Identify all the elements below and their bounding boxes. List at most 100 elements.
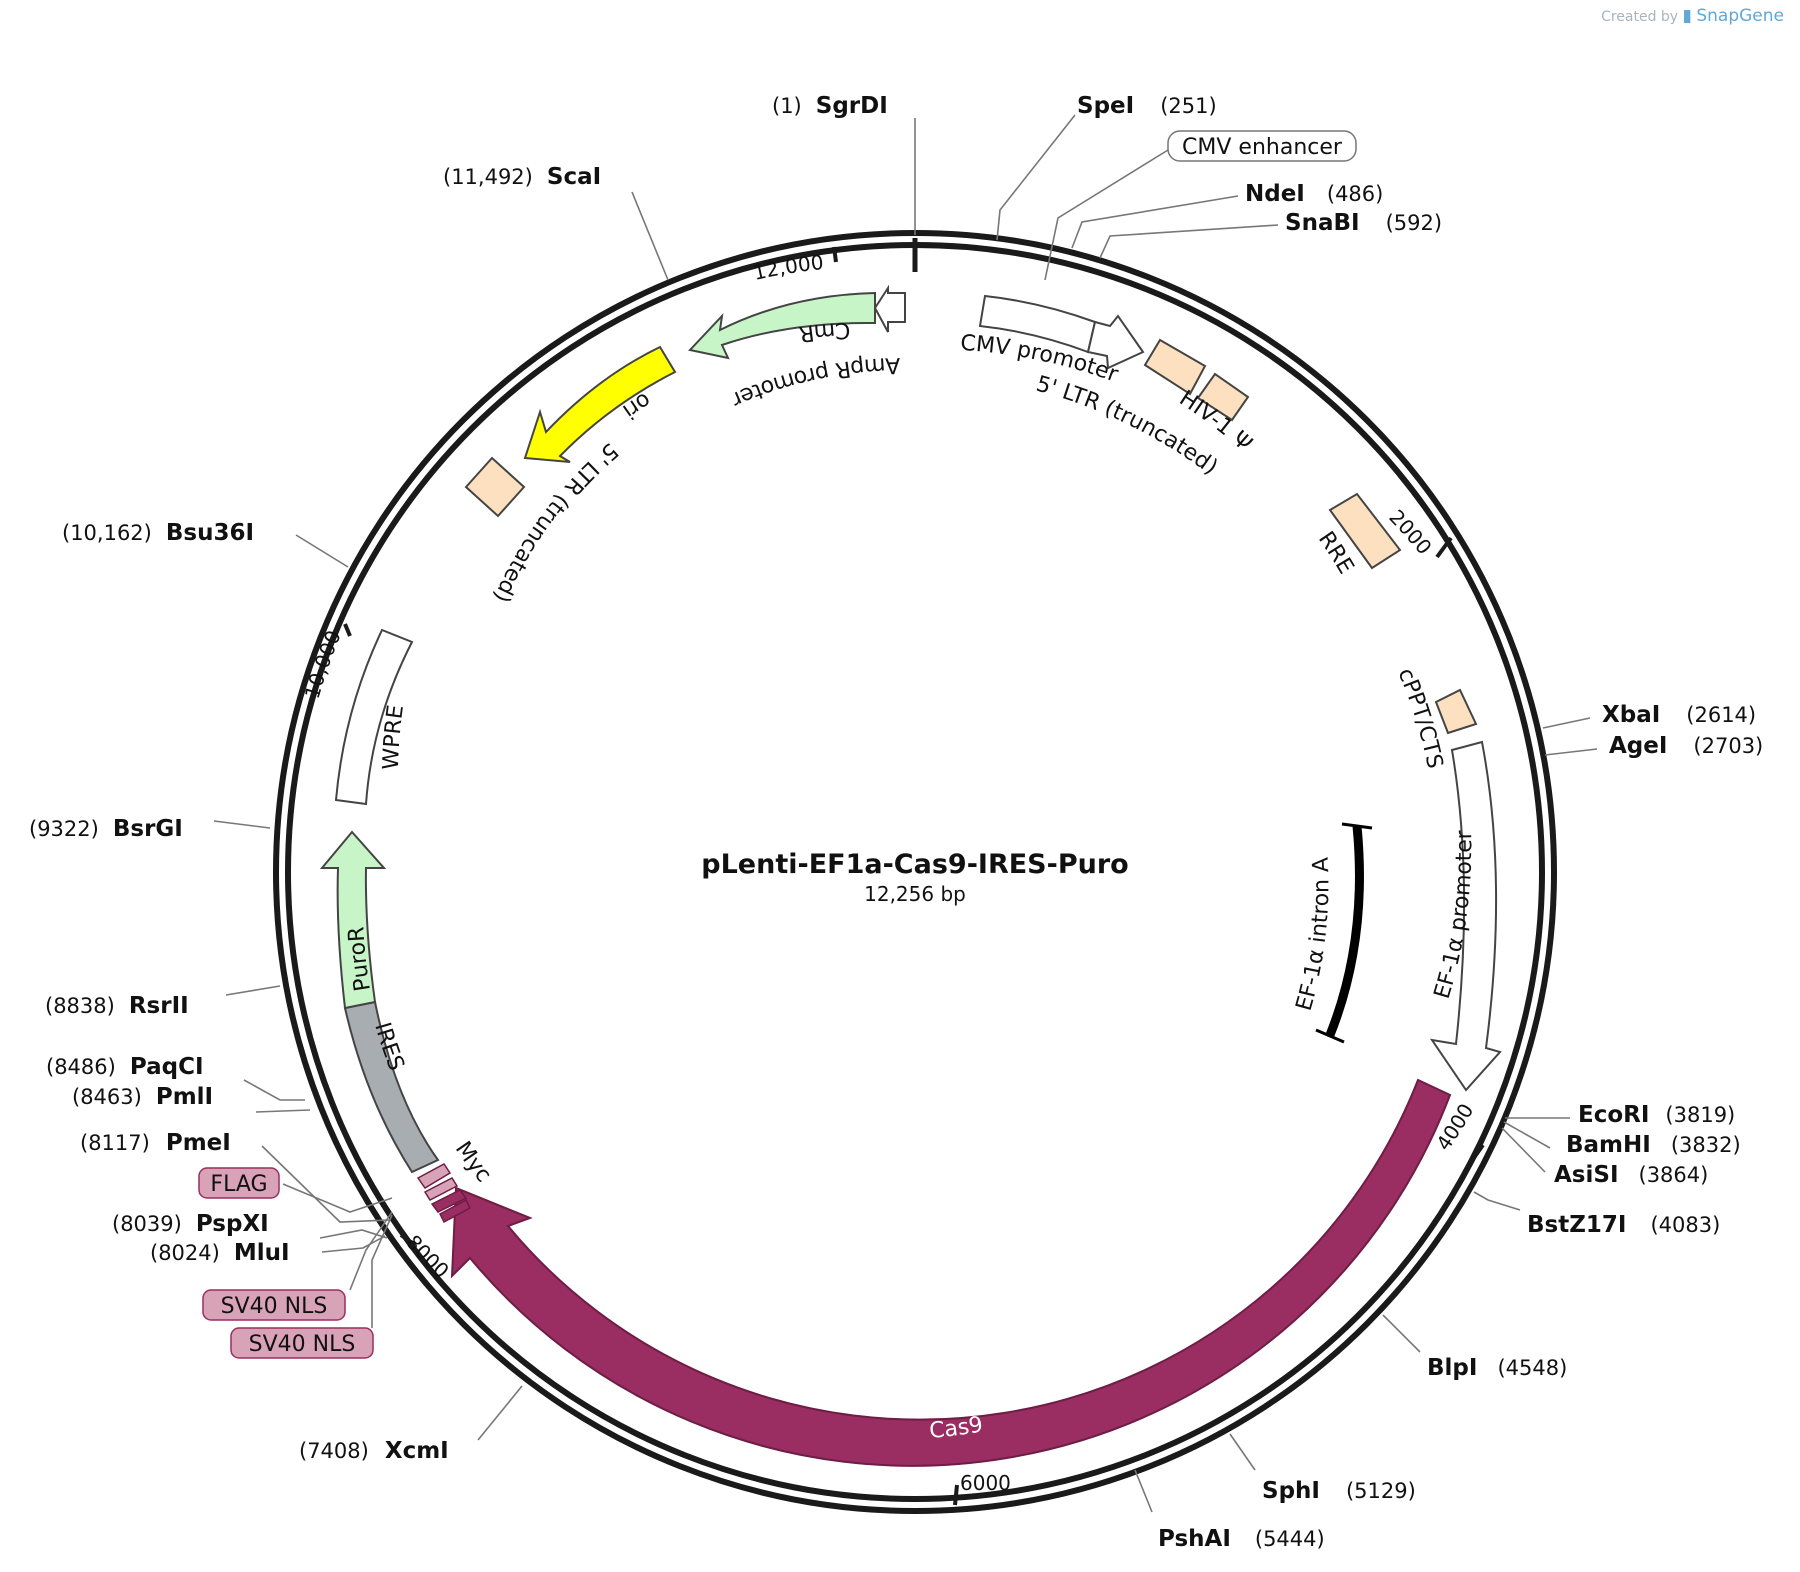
site-label-sphi: SphI(5129) — [1262, 1478, 1416, 1504]
sv40-nls-box-1 — [202, 1289, 346, 1321]
credit-prefix: Created by — [1601, 9, 1679, 25]
site-label-bsu36i: (10,162)Bsu36I — [62, 520, 254, 546]
leader-line — [1229, 1433, 1256, 1471]
feature-ori — [523, 345, 677, 463]
leader-line — [996, 114, 1076, 241]
label-5ltr-left: 5' LTR (truncated) — [488, 437, 622, 606]
site-label-scai: (11,492)ScaI — [443, 164, 601, 190]
plasmid-size: 12,256 bp — [864, 882, 966, 906]
site-label-bamhi: BamHI(3832) — [1566, 1132, 1741, 1158]
feature-myc — [416, 1163, 452, 1190]
site-label-blpi: BlpI(4548) — [1427, 1355, 1567, 1381]
feature-rre — [1328, 492, 1402, 570]
tick-mark — [953, 1484, 959, 1506]
feature-cas9 — [450, 1078, 1452, 1467]
site-label-sgrdi: (1)SgrDI — [772, 93, 888, 119]
leader-line — [371, 1214, 393, 1328]
tick-mark — [1435, 536, 1453, 559]
site-label-pshai: PshAI(5444) — [1158, 1526, 1325, 1552]
plasmid-title: pLenti-EF1a-Cas9-IRES-Puro — [701, 849, 1128, 880]
site-label-agei: AgeI(2703) — [1609, 733, 1763, 759]
leader-line — [349, 1211, 393, 1291]
feature-ef1a-intron — [1325, 825, 1364, 1037]
feature-cmr — [688, 291, 876, 360]
label-wpre: WPRE — [379, 704, 409, 771]
leader-line — [255, 1109, 311, 1113]
site-label-pmei: (8117)PmeI — [80, 1130, 231, 1156]
tick-mark — [1469, 1143, 1485, 1164]
tick-label-6000: 6000 — [960, 1471, 1011, 1495]
restriction-sites: (1)SgrDI SpeI(251) NdeI(486) SnaBI(592) … — [29, 93, 1763, 1552]
leader-line — [1044, 149, 1169, 281]
feature-wpre — [334, 628, 414, 806]
tick-mark — [832, 246, 838, 263]
feature-puror — [319, 830, 387, 1010]
leader-line — [319, 1229, 388, 1239]
feature-flag — [423, 1177, 459, 1201]
leader-line — [1503, 1121, 1551, 1149]
label-ampr-promoter: AmpR promoter — [727, 352, 901, 412]
credit-brand: SnapGene — [1696, 6, 1784, 26]
feature-5ltr-left — [464, 456, 526, 518]
tick-mark — [343, 623, 352, 637]
site-label-snabi: SnaBI(592) — [1285, 210, 1442, 236]
leader-line — [1473, 1191, 1521, 1211]
site-label-bsrgi: (9322)BsrGI — [29, 816, 183, 842]
snapgene-credit: Created by ▮ SnapGene — [1601, 6, 1784, 26]
site-label-asisi: AsiSI(3864) — [1554, 1162, 1708, 1188]
site-label-pmli: (8463)PmlI — [72, 1084, 213, 1110]
feature-ires — [343, 1000, 440, 1174]
feature-5ltr-right — [1143, 338, 1207, 396]
label-sv40-nls-2: SV40 NLS — [249, 1332, 356, 1357]
feature-ampr-promoter — [873, 284, 906, 333]
leader-line — [261, 1145, 391, 1223]
site-label-mlui: (8024)MluI — [150, 1240, 290, 1266]
label-ef1a-intron: EF-1α intron A — [1292, 857, 1335, 1014]
leader-line — [295, 534, 349, 568]
site-label-xbai: XbaI(2614) — [1602, 702, 1756, 728]
site-label-ecori: EcoRI(3819) — [1578, 1102, 1735, 1128]
snapgene-logo-icon: ▮ — [1682, 6, 1692, 26]
site-label-spei: SpeI(251) — [1077, 93, 1217, 119]
label-cppt-cts: cPPT/CTS — [1393, 665, 1448, 771]
leader-line — [477, 1385, 523, 1441]
leader-line — [1071, 195, 1239, 249]
flag-box — [198, 1167, 280, 1199]
intron-end-mark — [1341, 822, 1373, 830]
site-label-rsrii: (8838)RsrII — [45, 993, 189, 1019]
label-cmv-enhancer: CMV enhancer — [1182, 135, 1343, 160]
features: CMV promoter 5' LTR (truncated) HIV-1 Ψ … — [198, 130, 1502, 1467]
leader-line — [1544, 748, 1598, 756]
leader-line — [225, 985, 281, 996]
feature-sv40-nls-1 — [430, 1189, 468, 1213]
feature-cppt-cts — [1434, 688, 1478, 735]
feature-cmv-promoter — [1086, 314, 1145, 370]
leader-line — [1382, 1314, 1421, 1353]
site-label-xcmi: (7408)XcmI — [299, 1438, 449, 1464]
leader-lines — [213, 114, 1598, 1513]
label-myc: Myc — [450, 1137, 496, 1187]
tick-label-10000: 10,000 — [300, 627, 346, 702]
tick-mark — [399, 1233, 417, 1247]
leader-line — [1542, 717, 1591, 729]
site-label-ndei: NdeI(486) — [1245, 181, 1383, 207]
leader-line — [243, 1079, 305, 1101]
leader-line — [1099, 224, 1279, 259]
leader-line — [631, 191, 669, 281]
cmv-enhancer-box — [1167, 130, 1357, 162]
leader-line — [1134, 1469, 1153, 1513]
leader-line — [321, 1235, 386, 1253]
sv40-nls-box-2 — [230, 1327, 374, 1359]
feature-ef1a-promoter — [1429, 740, 1502, 1092]
intron-end-mark — [1315, 1028, 1345, 1044]
leader-line — [282, 1183, 393, 1213]
label-cmr: CmR — [797, 317, 850, 346]
feature-sv40-nls-2 — [439, 1198, 471, 1224]
site-label-paqci: (8486)PaqCI — [46, 1054, 204, 1080]
feature-hiv1-psi — [1196, 372, 1250, 422]
leader-line — [213, 820, 271, 829]
label-sv40-nls-1: SV40 NLS — [221, 1294, 328, 1319]
tick-label-12000: 12,000 — [751, 250, 825, 285]
site-label-bstz17i: BstZ17I(4083) — [1527, 1212, 1720, 1238]
